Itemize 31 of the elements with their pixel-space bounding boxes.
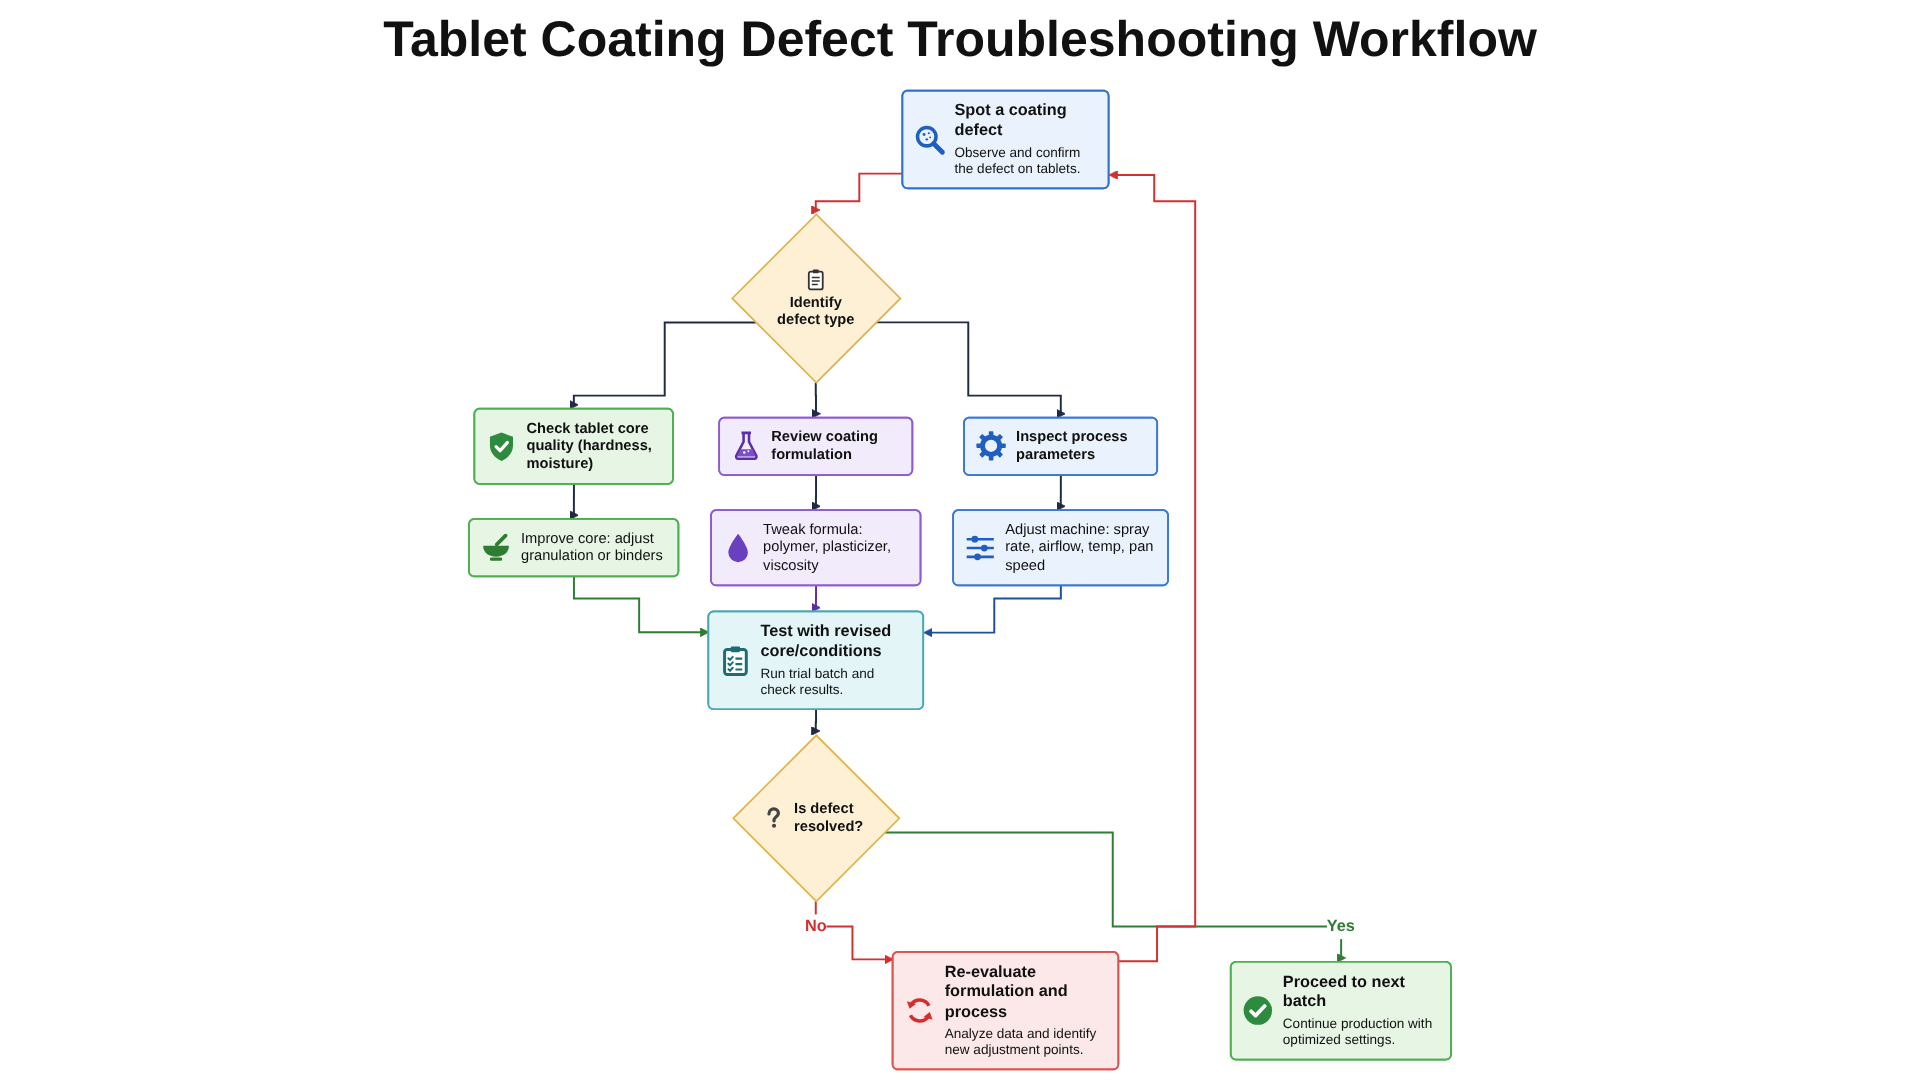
arrow xyxy=(1056,474,1066,511)
arrow xyxy=(569,321,757,410)
node-title: Test with revised core/conditions xyxy=(760,622,894,662)
process-box xyxy=(710,509,922,587)
process-box xyxy=(468,518,680,578)
process-box xyxy=(473,407,674,485)
node-title: Re-evaluate formulation and process xyxy=(944,962,1070,1023)
arrow xyxy=(811,172,904,215)
arrow xyxy=(1108,170,1197,963)
process-box xyxy=(891,950,1120,1071)
arrow xyxy=(569,483,579,520)
node-title: Proceed to next batch xyxy=(1282,972,1407,1013)
process-box xyxy=(901,89,1110,190)
arrow xyxy=(875,321,1066,419)
arrow xyxy=(923,584,1063,638)
process-box xyxy=(963,416,1159,476)
process-box xyxy=(718,416,914,476)
decision-diamond xyxy=(732,734,901,903)
process-box xyxy=(707,610,925,711)
node-title: Spot a coating defect xyxy=(954,101,1069,142)
edge-label: Yes xyxy=(1326,914,1355,939)
arrow xyxy=(811,584,821,613)
process-box xyxy=(1229,960,1452,1061)
arrow xyxy=(811,474,821,511)
title: Tablet Coating Defect Troubleshooting Workflow xyxy=(383,12,1537,70)
process-box xyxy=(952,509,1169,587)
arrow xyxy=(572,576,710,638)
arrow xyxy=(811,708,821,736)
arrow xyxy=(883,831,1347,963)
arrow xyxy=(811,381,821,419)
decision-diamond xyxy=(730,213,902,384)
